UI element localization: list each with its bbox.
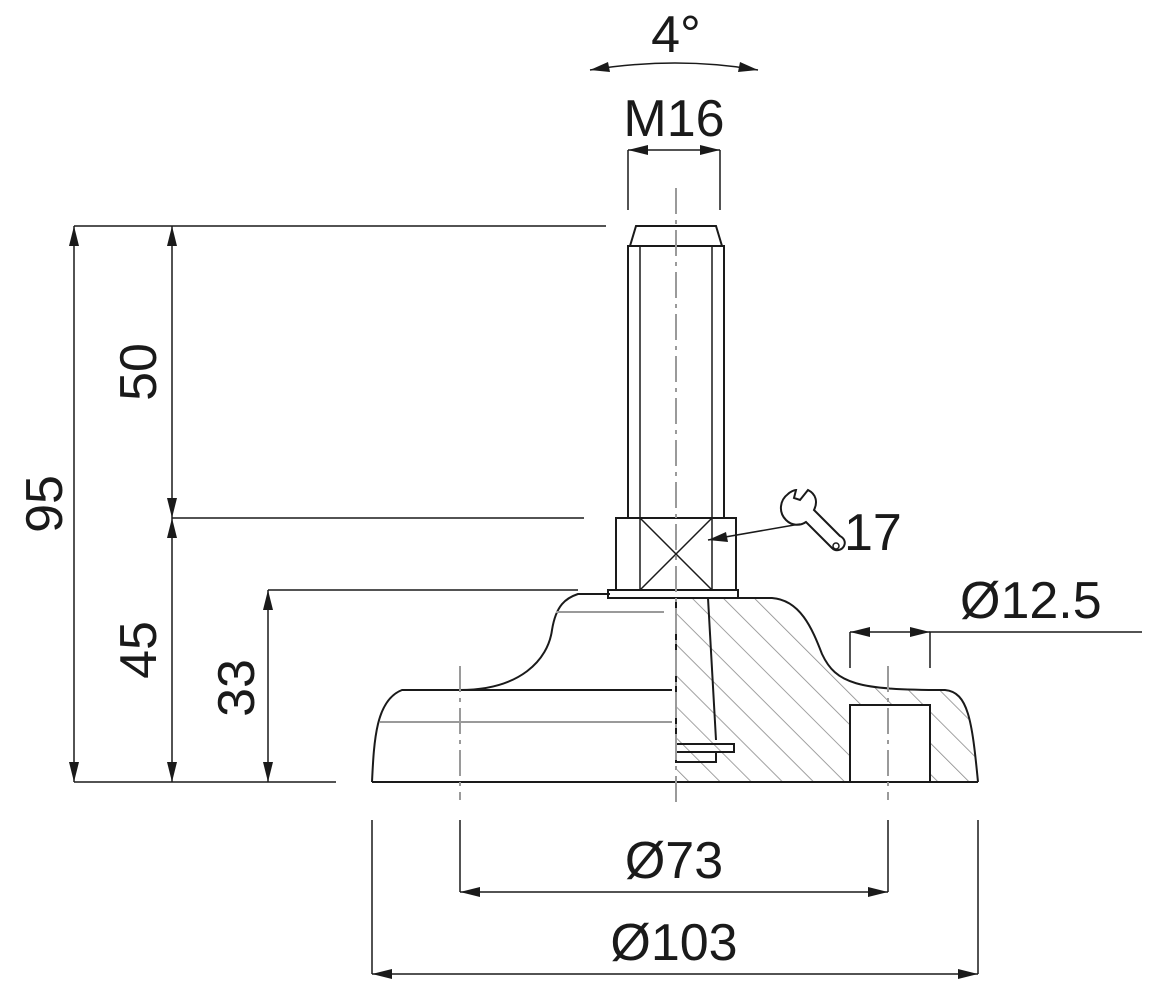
extension-lines [74,150,1142,974]
thread-length-label: 50 [110,343,168,401]
lower-height-label: 45 [110,621,168,679]
hole-diameter-label: Ø12.5 [960,572,1102,630]
bolt-circle-label: Ø73 [625,832,723,890]
base-height-label: 33 [208,659,266,717]
base-section-hatch [676,598,978,782]
wrench-size-label: 17 [844,504,902,562]
dimension-lines [69,62,978,979]
base-outline [371,593,979,783]
center-lines [459,188,889,806]
base-diameter-label: Ø103 [610,914,737,972]
tilt-angle-label: 4° [651,6,701,64]
thread-label: M16 [623,90,724,148]
wrench-icon [780,488,846,552]
total-height-label: 95 [16,475,74,533]
